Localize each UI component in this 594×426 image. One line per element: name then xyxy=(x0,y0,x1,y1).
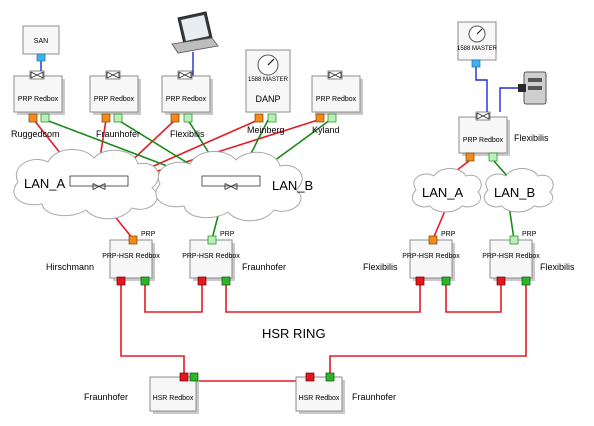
prphsr-title: PRP-HSR Redbox xyxy=(482,253,540,260)
vendor-label: Fraunhofer xyxy=(352,392,396,402)
lan-b-label: LAN_B xyxy=(272,178,313,193)
ring-port-a xyxy=(197,276,207,286)
danp-title: DANP xyxy=(255,94,280,104)
ring-port-a xyxy=(496,276,506,286)
port-b xyxy=(488,152,498,162)
port-b xyxy=(267,113,277,123)
prp-label: PRP xyxy=(220,231,235,238)
prphsr-title: PRP-HSR Redbox xyxy=(402,253,460,260)
ring-port-a xyxy=(305,372,315,382)
right-clock-master: 1588 MASTER xyxy=(457,21,498,68)
hsr-redbox-1: HSR Redbox Fraunhofer xyxy=(84,372,199,414)
server-icon xyxy=(518,71,547,105)
port-b xyxy=(183,113,193,123)
vendor-label: Fraunhofer xyxy=(242,262,286,272)
san-port xyxy=(36,53,46,62)
hsr-title: HSR Redbox xyxy=(299,395,340,402)
port-b xyxy=(40,113,50,123)
clock-port xyxy=(471,59,481,68)
ring-port-b xyxy=(441,276,451,286)
prp-port xyxy=(128,235,138,245)
vendor-label: Flexibilis xyxy=(540,262,575,272)
vendor-label: Flexibilis xyxy=(170,129,205,139)
ring-port-a xyxy=(415,276,425,286)
right-prphsr-1: PRP PRP-HSR Redbox Flexibilis xyxy=(363,231,460,286)
port-a xyxy=(101,113,111,123)
ring-port-b xyxy=(189,372,199,382)
redbox-title: PRP Redbox xyxy=(166,96,207,103)
lan-a-label: LAN_A xyxy=(24,176,66,191)
vendor-label: Fraunhofer xyxy=(96,129,140,139)
vendor-label: Ruggedcom xyxy=(11,129,60,139)
vendor-label: Meinberg xyxy=(247,125,285,135)
prphsr-title: PRP-HSR Redbox xyxy=(182,253,240,260)
lan-b-label: LAN_B xyxy=(494,185,535,200)
redbox-title: PRP Redbox xyxy=(94,96,135,103)
prp-label: PRP xyxy=(441,231,456,238)
hsr-title: HSR Redbox xyxy=(153,395,194,402)
san-node: SAN xyxy=(22,25,60,62)
right-lan-b-cloud: LAN_B xyxy=(483,168,554,213)
prp-port xyxy=(207,235,217,245)
clock-text: 1588 MASTER xyxy=(457,46,498,52)
prphsr-title: PRP-HSR Redbox xyxy=(102,253,160,260)
port-a xyxy=(315,113,325,123)
ring-port-b xyxy=(140,276,150,286)
ring-port-b xyxy=(325,372,335,382)
lan-b-switch xyxy=(201,175,261,187)
port-a xyxy=(170,113,180,123)
lan-a-cloud: LAN_A xyxy=(13,149,159,220)
vendor-label: Hirschmann xyxy=(46,262,94,272)
port-a xyxy=(465,152,475,162)
redbox-flexibilis: PRP Redbox Flexibilis xyxy=(161,70,213,139)
right-prphsr-2: PRP PRP-HSR Redbox Flexibilis xyxy=(482,231,575,286)
prp-port xyxy=(428,235,438,245)
right-lan-a-cloud: LAN_A xyxy=(411,168,482,213)
hsr-ring-label: HSR RING xyxy=(262,326,326,341)
port-a xyxy=(254,113,264,123)
redbox-title: PRP Redbox xyxy=(316,96,357,103)
port-a xyxy=(28,113,38,123)
danp-meinberg: 1588 MASTER DANP Meinberg xyxy=(245,49,291,135)
lan-b-cloud: LAN_B xyxy=(155,151,313,222)
vendor-label: Fraunhofer xyxy=(84,392,128,402)
redbox-title: PRP Redbox xyxy=(18,96,59,103)
redbox-title: PRP Redbox xyxy=(463,137,504,144)
prp-label: PRP xyxy=(141,231,156,238)
right-redbox-flexibilis: PRP Redbox Flexibilis xyxy=(458,111,549,162)
vendor-label: Flexibilis xyxy=(363,262,398,272)
vendor-label: Flexibilis xyxy=(514,133,549,143)
port-b xyxy=(327,113,337,123)
prphsr-fraunhofer: PRP PRP-HSR Redbox Fraunhofer xyxy=(182,231,286,286)
redbox-kyland: PRP Redbox Kyland xyxy=(311,70,363,135)
lan-a-label: LAN_A xyxy=(422,185,464,200)
redbox-fraunhofer: PRP Redbox Fraunhofer xyxy=(89,70,141,139)
ring-port-a xyxy=(179,372,189,382)
prp-label: PRP xyxy=(522,231,537,238)
hsr-redbox-2: HSR Redbox Fraunhofer xyxy=(295,372,396,414)
ring-port-a xyxy=(116,276,126,286)
ring-port-b xyxy=(221,276,231,286)
port-b xyxy=(113,113,123,123)
vendor-label: Kyland xyxy=(312,125,340,135)
redbox-ruggedcom: PRP Redbox Ruggedcom xyxy=(11,70,65,139)
ring-port-b xyxy=(521,276,531,286)
laptop-icon xyxy=(171,11,219,54)
prphsr-hirschmann: PRP PRP-HSR Redbox Hirschmann xyxy=(46,231,160,286)
lan-a-switch xyxy=(69,175,129,187)
clock-text: 1588 MASTER xyxy=(248,77,289,83)
san-label: SAN xyxy=(34,38,48,45)
prp-port xyxy=(509,235,519,245)
